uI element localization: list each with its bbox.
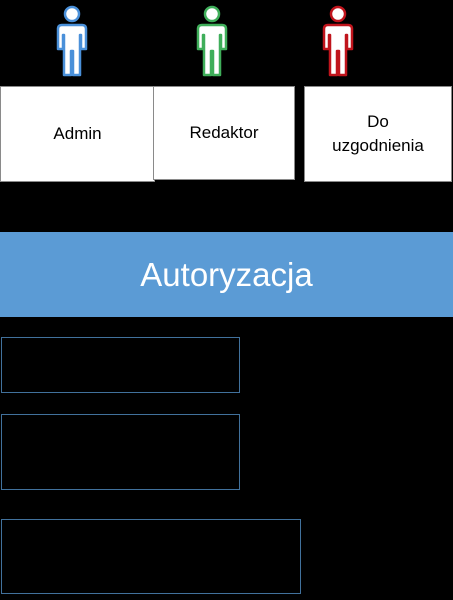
role-label-admin: Admin	[53, 124, 102, 143]
admin-person-icon	[54, 5, 90, 77]
role-label-do-uzgodnienia: Do uzgodnienia	[332, 112, 424, 155]
outline-box-2	[1, 414, 240, 490]
outline-box-1	[1, 337, 240, 393]
do-uzgodnienia-person-icon	[320, 5, 356, 77]
outline-box-3	[1, 519, 301, 594]
authorization-label: Autoryzacja	[140, 255, 313, 293]
role-box-do-uzgodnienia: Do uzgodnienia	[304, 86, 452, 182]
role-label-redaktor: Redaktor	[189, 123, 259, 142]
authorization-bar: Autoryzacja	[0, 232, 453, 317]
role-box-redaktor: Redaktor	[153, 86, 295, 180]
role-box-admin: Admin	[0, 86, 155, 182]
redaktor-person-icon	[194, 5, 230, 77]
